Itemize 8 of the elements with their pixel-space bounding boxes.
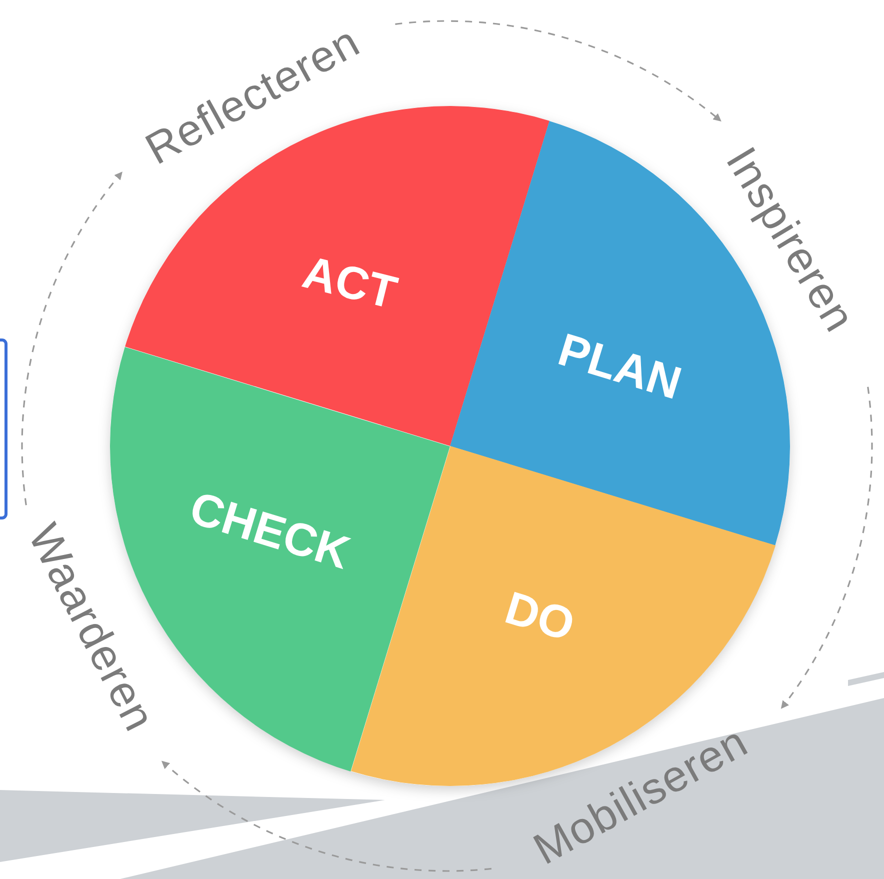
segment-label: DO [499, 580, 581, 652]
segment-label: ACT [298, 244, 402, 320]
dashed-arrow [21, 172, 122, 506]
dashed-arrow [161, 760, 492, 872]
dashed-arrow [781, 386, 873, 709]
segment-label: CHECK [184, 480, 356, 580]
dashed-arrow [395, 20, 722, 122]
segment-label: PLAN [552, 322, 688, 410]
